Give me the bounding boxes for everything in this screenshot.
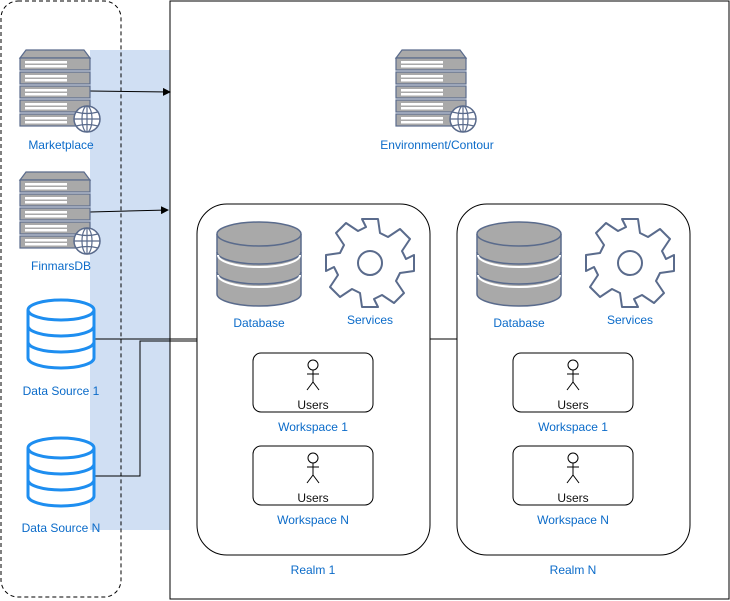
data-source-1-node: Data Source 1	[23, 298, 100, 398]
realm-1-database-label: Database	[233, 316, 285, 330]
marketplace-node: Marketplace	[19, 49, 101, 152]
realm-1-label: Realm 1	[291, 563, 336, 577]
finmarsdb-server-icon	[19, 171, 101, 255]
environment-label: Environment/Contour	[380, 138, 493, 152]
realm-n-workspace-1-label: Workspace 1	[538, 420, 608, 434]
marketplace-server-icon	[19, 49, 101, 133]
marketplace-label: Marketplace	[28, 138, 94, 152]
finmarsdb-label: FinmarsDB	[31, 259, 91, 273]
data-source-n-node: Data Source N	[22, 436, 101, 535]
finmarsdb-node: FinmarsDB	[19, 171, 101, 273]
data-source-n-database-icon	[26, 436, 96, 508]
realm-1-gear-icon	[325, 218, 415, 308]
integration-band	[90, 50, 170, 530]
realm-1-database-icon	[216, 221, 302, 307]
data-source-1-database-icon	[26, 298, 96, 370]
realm-n-workspace-1-users-label: Users	[557, 398, 588, 412]
finmarsdb-arrow	[89, 206, 169, 215]
realm-1-workspace-1-label: Workspace 1	[278, 420, 348, 434]
realm-1-services-label: Services	[347, 313, 393, 327]
realm-n: Database Services Users Workspace 1 User…	[456, 203, 691, 577]
realm-n-gear-icon	[585, 218, 675, 308]
realm-1: Database Services Users Workspace 1 User…	[196, 203, 431, 577]
data-source-1-label: Data Source 1	[23, 384, 100, 398]
realm-n-label: Realm N	[550, 563, 597, 577]
environment-node: Environment/Contour	[380, 49, 494, 152]
realm-n-workspace-n-label: Workspace N	[537, 513, 609, 527]
sources-container	[0, 0, 122, 598]
realm-1-workspace-1-users-label: Users	[297, 398, 328, 412]
realm-n-database-label: Database	[493, 316, 545, 330]
realm-n-services-label: Services	[607, 313, 653, 327]
marketplace-arrow	[89, 87, 171, 96]
realm-1-workspace-n-label: Workspace N	[277, 513, 349, 527]
realm-1-workspace-n-users-label: Users	[297, 491, 328, 505]
dsn-trunk	[93, 340, 230, 477]
environment-server-icon	[395, 49, 477, 133]
realm-n-workspace-n-users-label: Users	[557, 491, 588, 505]
data-source-n-label: Data Source N	[22, 521, 101, 535]
realm-n-database-icon	[476, 221, 562, 307]
